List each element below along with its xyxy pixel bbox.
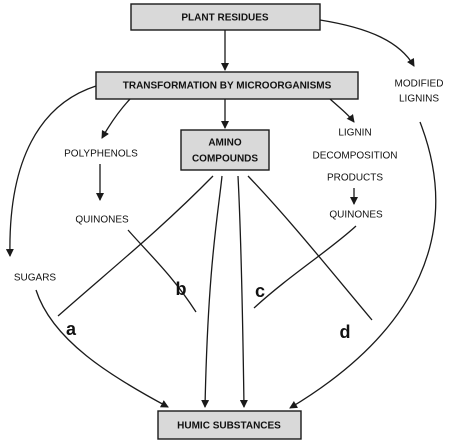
node-modified-lignins: MODIFIED LIGNINS: [395, 79, 444, 105]
amino-compounds-label-line-1: AMINO: [208, 138, 242, 149]
node-plant-residues: PLANT RESIDUES: [130, 3, 321, 31]
plant-residues-label: PLANT RESIDUES: [181, 13, 269, 24]
quinones-right-label: QUINONES: [329, 210, 383, 221]
quinones-left-label: QUINONES: [75, 215, 129, 226]
pathway-b-label: b: [176, 279, 187, 299]
pathway-c-label: c: [255, 281, 265, 301]
node-humic-substances: HUMIC SUBSTANCES: [157, 410, 302, 440]
modified-lignins-label-line-1: MODIFIED: [395, 79, 444, 90]
modified-lignins-label-line-2: LIGNINS: [399, 94, 439, 105]
pathway-d-label: d: [340, 322, 351, 342]
edge-amino-to-pathway-d: [247, 175, 373, 321]
edge-amino-to-pathway-b: [201, 175, 223, 408]
node-polyphenols: POLYPHENOLS: [64, 149, 138, 160]
edge-transformation-to-lignin-products: [329, 98, 355, 123]
edge-quinones-left-to-pathway-b: [127, 229, 197, 313]
transformation-label: TRANSFORMATION BY MICROORGANISMS: [123, 81, 332, 92]
humic-substances-label: HUMIC SUBSTANCES: [177, 421, 281, 432]
polyphenols-label: POLYPHENOLS: [64, 149, 138, 160]
amino-compounds-label-line-2: COMPOUNDS: [192, 154, 258, 165]
edge-modified-lignins-to-humic: [289, 121, 437, 409]
edge-residues-to-modified-lignins: [319, 19, 415, 67]
edge-transformation-to-sugars: [5, 85, 97, 257]
edge-amino-to-pathway-c: [237, 175, 248, 408]
edge-amino-to-pathway-a: [57, 175, 214, 317]
edges: [5, 19, 437, 409]
lignin-products-label-line-3: PRODUCTS: [327, 173, 383, 184]
edge-sugars-to-humic: [35, 289, 169, 408]
node-transformation: TRANSFORMATION BY MICROORGANISMS: [95, 71, 359, 100]
sugars-label: SUGARS: [14, 273, 57, 284]
node-quinones-left: QUINONES: [75, 215, 129, 226]
node-sugars: SUGARS: [14, 273, 57, 284]
edge-transformation-to-polyphenols: [101, 98, 131, 139]
edge-quinones-right-to-pathway-c: [253, 225, 357, 309]
node-lignin-decomposition-products: LIGNIN DECOMPOSITION PRODUCTS: [312, 128, 397, 184]
lignin-products-label-line-1: LIGNIN: [338, 128, 371, 139]
lignin-products-label-line-2: DECOMPOSITION: [312, 151, 397, 162]
node-amino-compounds: AMINO COMPOUNDS: [180, 129, 270, 171]
pathway-a-label: a: [66, 319, 77, 339]
node-quinones-right: QUINONES: [329, 210, 383, 221]
